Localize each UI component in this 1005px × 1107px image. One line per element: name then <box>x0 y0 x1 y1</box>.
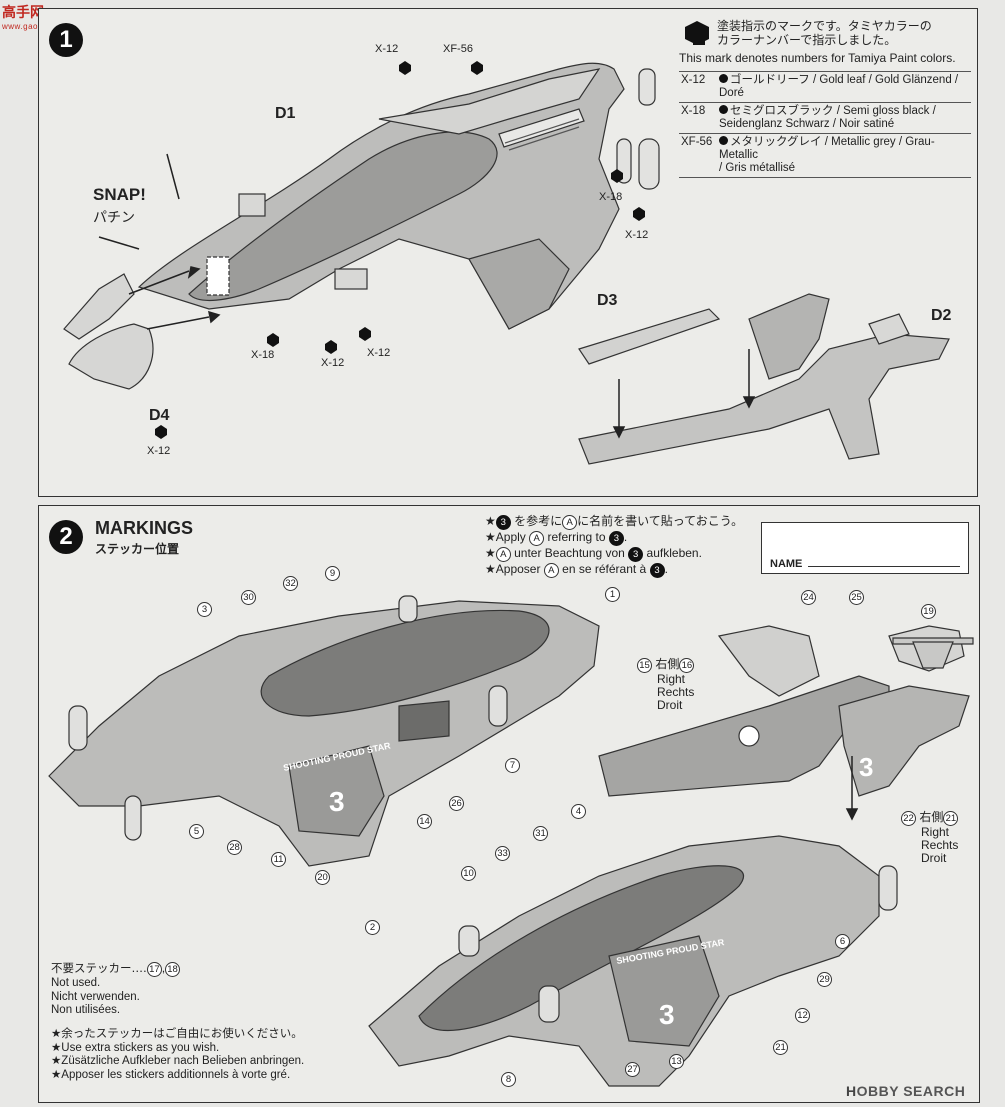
step1-panel: 1 <box>38 8 978 497</box>
sticker-27: 27 <box>625 1062 640 1077</box>
wing-tip-drawing <box>892 637 974 669</box>
sticker-7: 7 <box>505 758 520 773</box>
sticker-13: 13 <box>669 1054 684 1069</box>
sticker-14: 14 <box>417 814 432 829</box>
sticker-9: 9 <box>325 566 340 581</box>
sticker-1: 1 <box>605 587 620 602</box>
sticker-12: 12 <box>795 1008 810 1023</box>
sticker-33: 33 <box>495 846 510 861</box>
logo-3-decal-2: 3 <box>659 999 675 1030</box>
legend-code: X-12 <box>679 71 717 103</box>
legend-desc-2: Doré <box>719 87 744 99</box>
markings-subtitle: ステッカー位置 <box>95 542 180 556</box>
name-line <box>808 566 960 567</box>
name-box: NAME <box>761 522 969 574</box>
legend-desc-2: Seidenglanz Schwarz / Noir satiné <box>719 118 895 130</box>
sticker-25: 25 <box>849 590 864 605</box>
legend-table: X-12 ゴールドリーフ / Gold leaf / Gold Glänzend… <box>679 71 971 178</box>
paint-callout-6: X-12 <box>321 357 345 369</box>
legend-row: X-18 セミグロスブラック / Semi gloss black /Seide… <box>679 102 971 134</box>
paint-callout-3: X-18 <box>599 191 623 203</box>
paint-callout-5: X-18 <box>251 349 275 361</box>
sticker-20: 20 <box>315 870 330 885</box>
sticker-3: 3 <box>197 602 212 617</box>
sticker-num: 15 <box>637 658 652 673</box>
logo-3-decal-rear: 3 <box>859 752 873 782</box>
sticker-30: 30 <box>241 590 256 605</box>
sticker-31: 31 <box>533 826 548 841</box>
sticker-19: 19 <box>921 604 936 619</box>
paint-dot-icon <box>719 136 728 145</box>
snap-en: SNAP! <box>93 185 146 204</box>
legend-desc-2: / Gris métallisé <box>719 162 796 174</box>
sticker-num: 21 <box>943 811 959 826</box>
snap-jp: パチン <box>93 209 135 225</box>
paint-callout-7: X-12 <box>367 347 391 359</box>
legend-row: XF-56 メタリックグレイ / Metallic grey / Grau-Me… <box>679 133 971 178</box>
legend-code: XF-56 <box>679 133 717 178</box>
watermark-cn: 高手网 <box>2 4 44 20</box>
legend-jp-2: カラーナンバーで指示しました。 <box>717 33 897 47</box>
legend-desc-1: ゴールドリーフ / Gold leaf / Gold Glänzend / <box>730 74 959 86</box>
sticker-8: 8 <box>501 1072 516 1087</box>
sticker-10: 10 <box>461 866 476 881</box>
sticker-24: 24 <box>801 590 816 605</box>
sticker-4: 4 <box>571 804 586 819</box>
part-d2-label: D2 <box>931 307 952 324</box>
legend-desc-1: セミグロスブラック / Semi gloss black / <box>730 105 936 117</box>
chassis-drawing <box>63 61 660 439</box>
sticker-num: 22 <box>901 811 916 826</box>
not-used-note: 不要ステッカー‥‥17,18 Not used. Nicht verwenden… <box>51 962 181 1018</box>
markings-title: MARKINGS <box>95 518 193 538</box>
paint-dot-icon <box>719 105 728 114</box>
legend-en: This mark denotes numbers for Tamiya Pai… <box>679 51 956 65</box>
sticker-5: 5 <box>189 824 204 839</box>
watermark-logo: 高手网 www.gaoshou.net <box>2 2 73 32</box>
sticker-11: 11 <box>271 852 286 867</box>
sticker-2: 2 <box>365 920 380 935</box>
legend-desc-1: メタリックグレイ / Metallic grey / Grau-Metallic <box>719 136 935 161</box>
sticker-num: 16 <box>679 658 695 673</box>
sticker-28: 28 <box>227 840 242 855</box>
legend-code: X-18 <box>679 102 717 134</box>
part-d4-label: D4 <box>149 407 170 424</box>
sticker-21: 21 <box>773 1040 788 1055</box>
watermark-url: www.gaoshou.net <box>2 22 73 31</box>
car-top-left-drawing: SHOOTING PROUD STAR 3 <box>48 595 600 867</box>
name-label: NAME <box>770 558 803 570</box>
logo-3-decal: 3 <box>329 786 345 817</box>
paint-callout-2: XF-56 <box>443 43 473 55</box>
sticker-6: 6 <box>835 934 850 949</box>
part-d3-label: D3 <box>597 292 618 309</box>
paint-hex-icon <box>685 21 709 45</box>
hobby-search-watermark: HOBBY SEARCH <box>846 1083 966 1099</box>
paint-callout-1: X-12 <box>375 43 399 55</box>
step2-number: 2 <box>49 520 83 554</box>
paint-legend: 塗装指示のマークです。タミヤカラーの カラーナンバーで指示しました。 This … <box>679 19 971 178</box>
sticker-29: 29 <box>817 972 832 987</box>
car-bottom-right-drawing: SHOOTING PROUD STAR 3 <box>368 835 898 1087</box>
extra-stickers-note: ★余ったステッカーはご自由にお使いください。 ★Use extra sticke… <box>51 1028 305 1081</box>
sticker-26: 26 <box>449 796 464 811</box>
paint-callout-8: X-12 <box>147 445 171 457</box>
part-d1-label: D1 <box>275 105 296 122</box>
paint-callout-4: X-12 <box>625 229 649 241</box>
rear-part-drawing <box>578 293 950 465</box>
legend-row: X-12 ゴールドリーフ / Gold leaf / Gold Glänzend… <box>679 71 971 103</box>
legend-jp-1: 塗装指示のマークです。タミヤカラーの <box>717 19 932 33</box>
sticker-32: 32 <box>283 576 298 591</box>
paint-dot-icon <box>719 74 728 83</box>
step1-number: 1 <box>49 23 83 57</box>
